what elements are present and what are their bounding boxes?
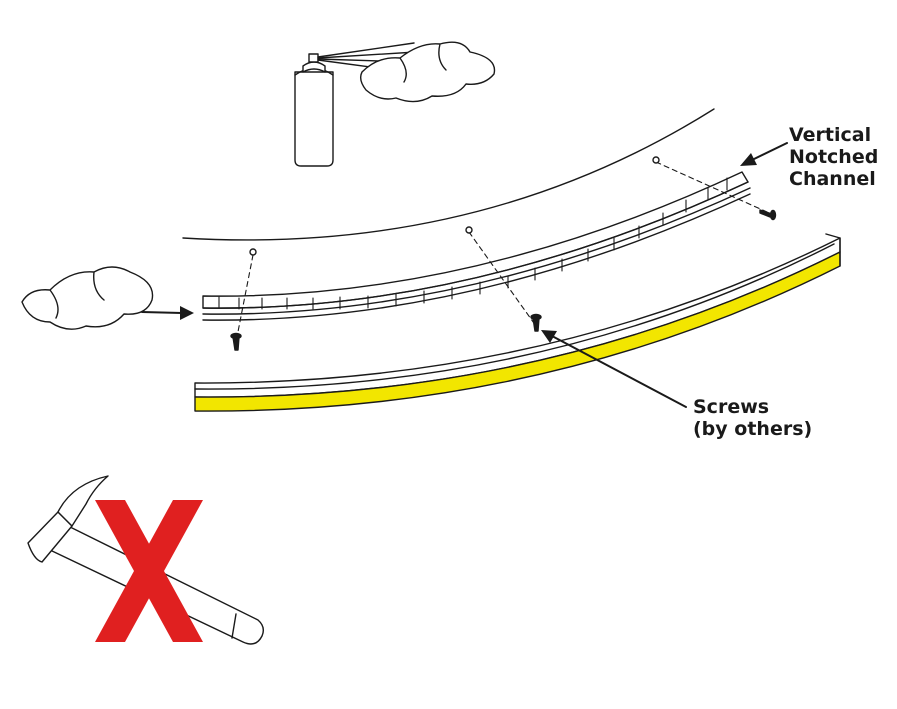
channel-label-line3: Channel bbox=[789, 168, 876, 190]
curved-wall-arc bbox=[182, 108, 715, 241]
spray-can-icon bbox=[294, 42, 417, 167]
screws-label-line1: Screws bbox=[693, 396, 770, 418]
screw-icon bbox=[230, 332, 242, 351]
channel-label-line2: Notched bbox=[789, 146, 879, 168]
prohibit-x-icon bbox=[95, 500, 203, 642]
channel-label-line1: Vertical bbox=[789, 124, 872, 146]
cloth-icon bbox=[21, 266, 154, 330]
screws-label: Screws (by others) bbox=[693, 396, 812, 440]
screw-icon bbox=[759, 209, 777, 221]
vertical-notched-channel-label: Vertical Notched Channel bbox=[789, 124, 878, 190]
vertical-notched-channel bbox=[202, 171, 751, 321]
cloth-icon bbox=[359, 41, 496, 103]
screw-icon bbox=[530, 313, 542, 332]
screws-label-line2: (by others) bbox=[693, 418, 813, 440]
gasket-strip bbox=[194, 233, 841, 412]
